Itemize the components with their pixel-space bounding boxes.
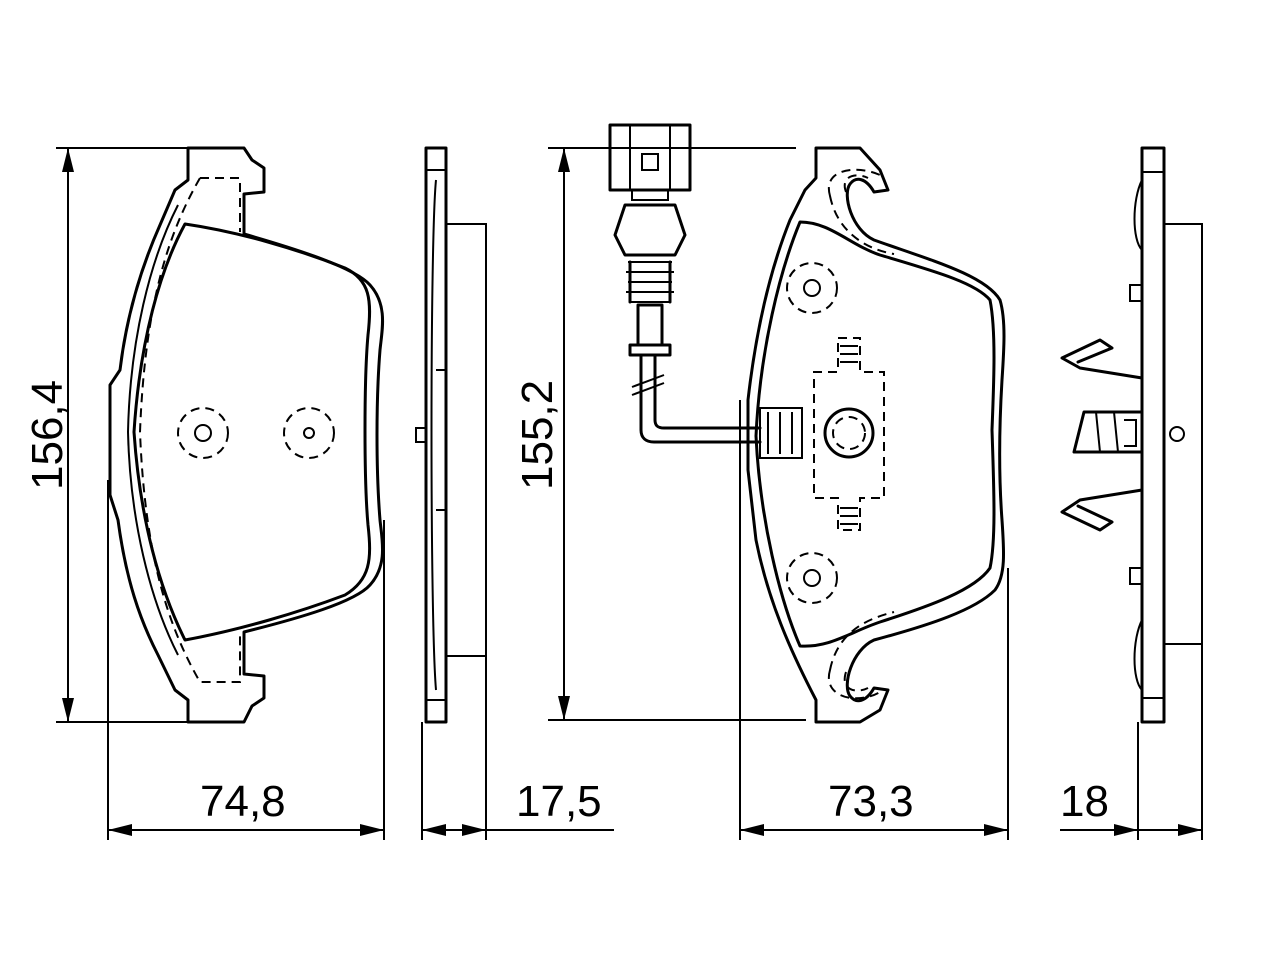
- left-pad-front-view: [108, 146, 385, 724]
- right-height-dimension: 155,2: [513, 147, 806, 721]
- left-thickness-dimension: 17,5: [421, 656, 614, 840]
- thickness-left-label: 17,5: [516, 777, 602, 826]
- left-height-dimension: 156,4: [23, 147, 188, 723]
- width-right-label: 73,3: [828, 777, 914, 826]
- height-right-label: 155,2: [513, 380, 562, 490]
- width-left-label: 74,8: [200, 777, 286, 826]
- right-pad-front-view: [746, 146, 1006, 724]
- right-thickness-dimension: 18: [1060, 644, 1203, 840]
- left-width-dimension: 74,8: [107, 480, 385, 840]
- right-width-dimension: 73,3: [739, 400, 1009, 840]
- height-left-label: 156,4: [23, 380, 72, 490]
- thickness-right-label: 18: [1060, 777, 1109, 826]
- left-pad-side-view: [415, 146, 487, 724]
- right-pad-side-view: [1060, 146, 1203, 724]
- wear-sensor: [608, 123, 762, 444]
